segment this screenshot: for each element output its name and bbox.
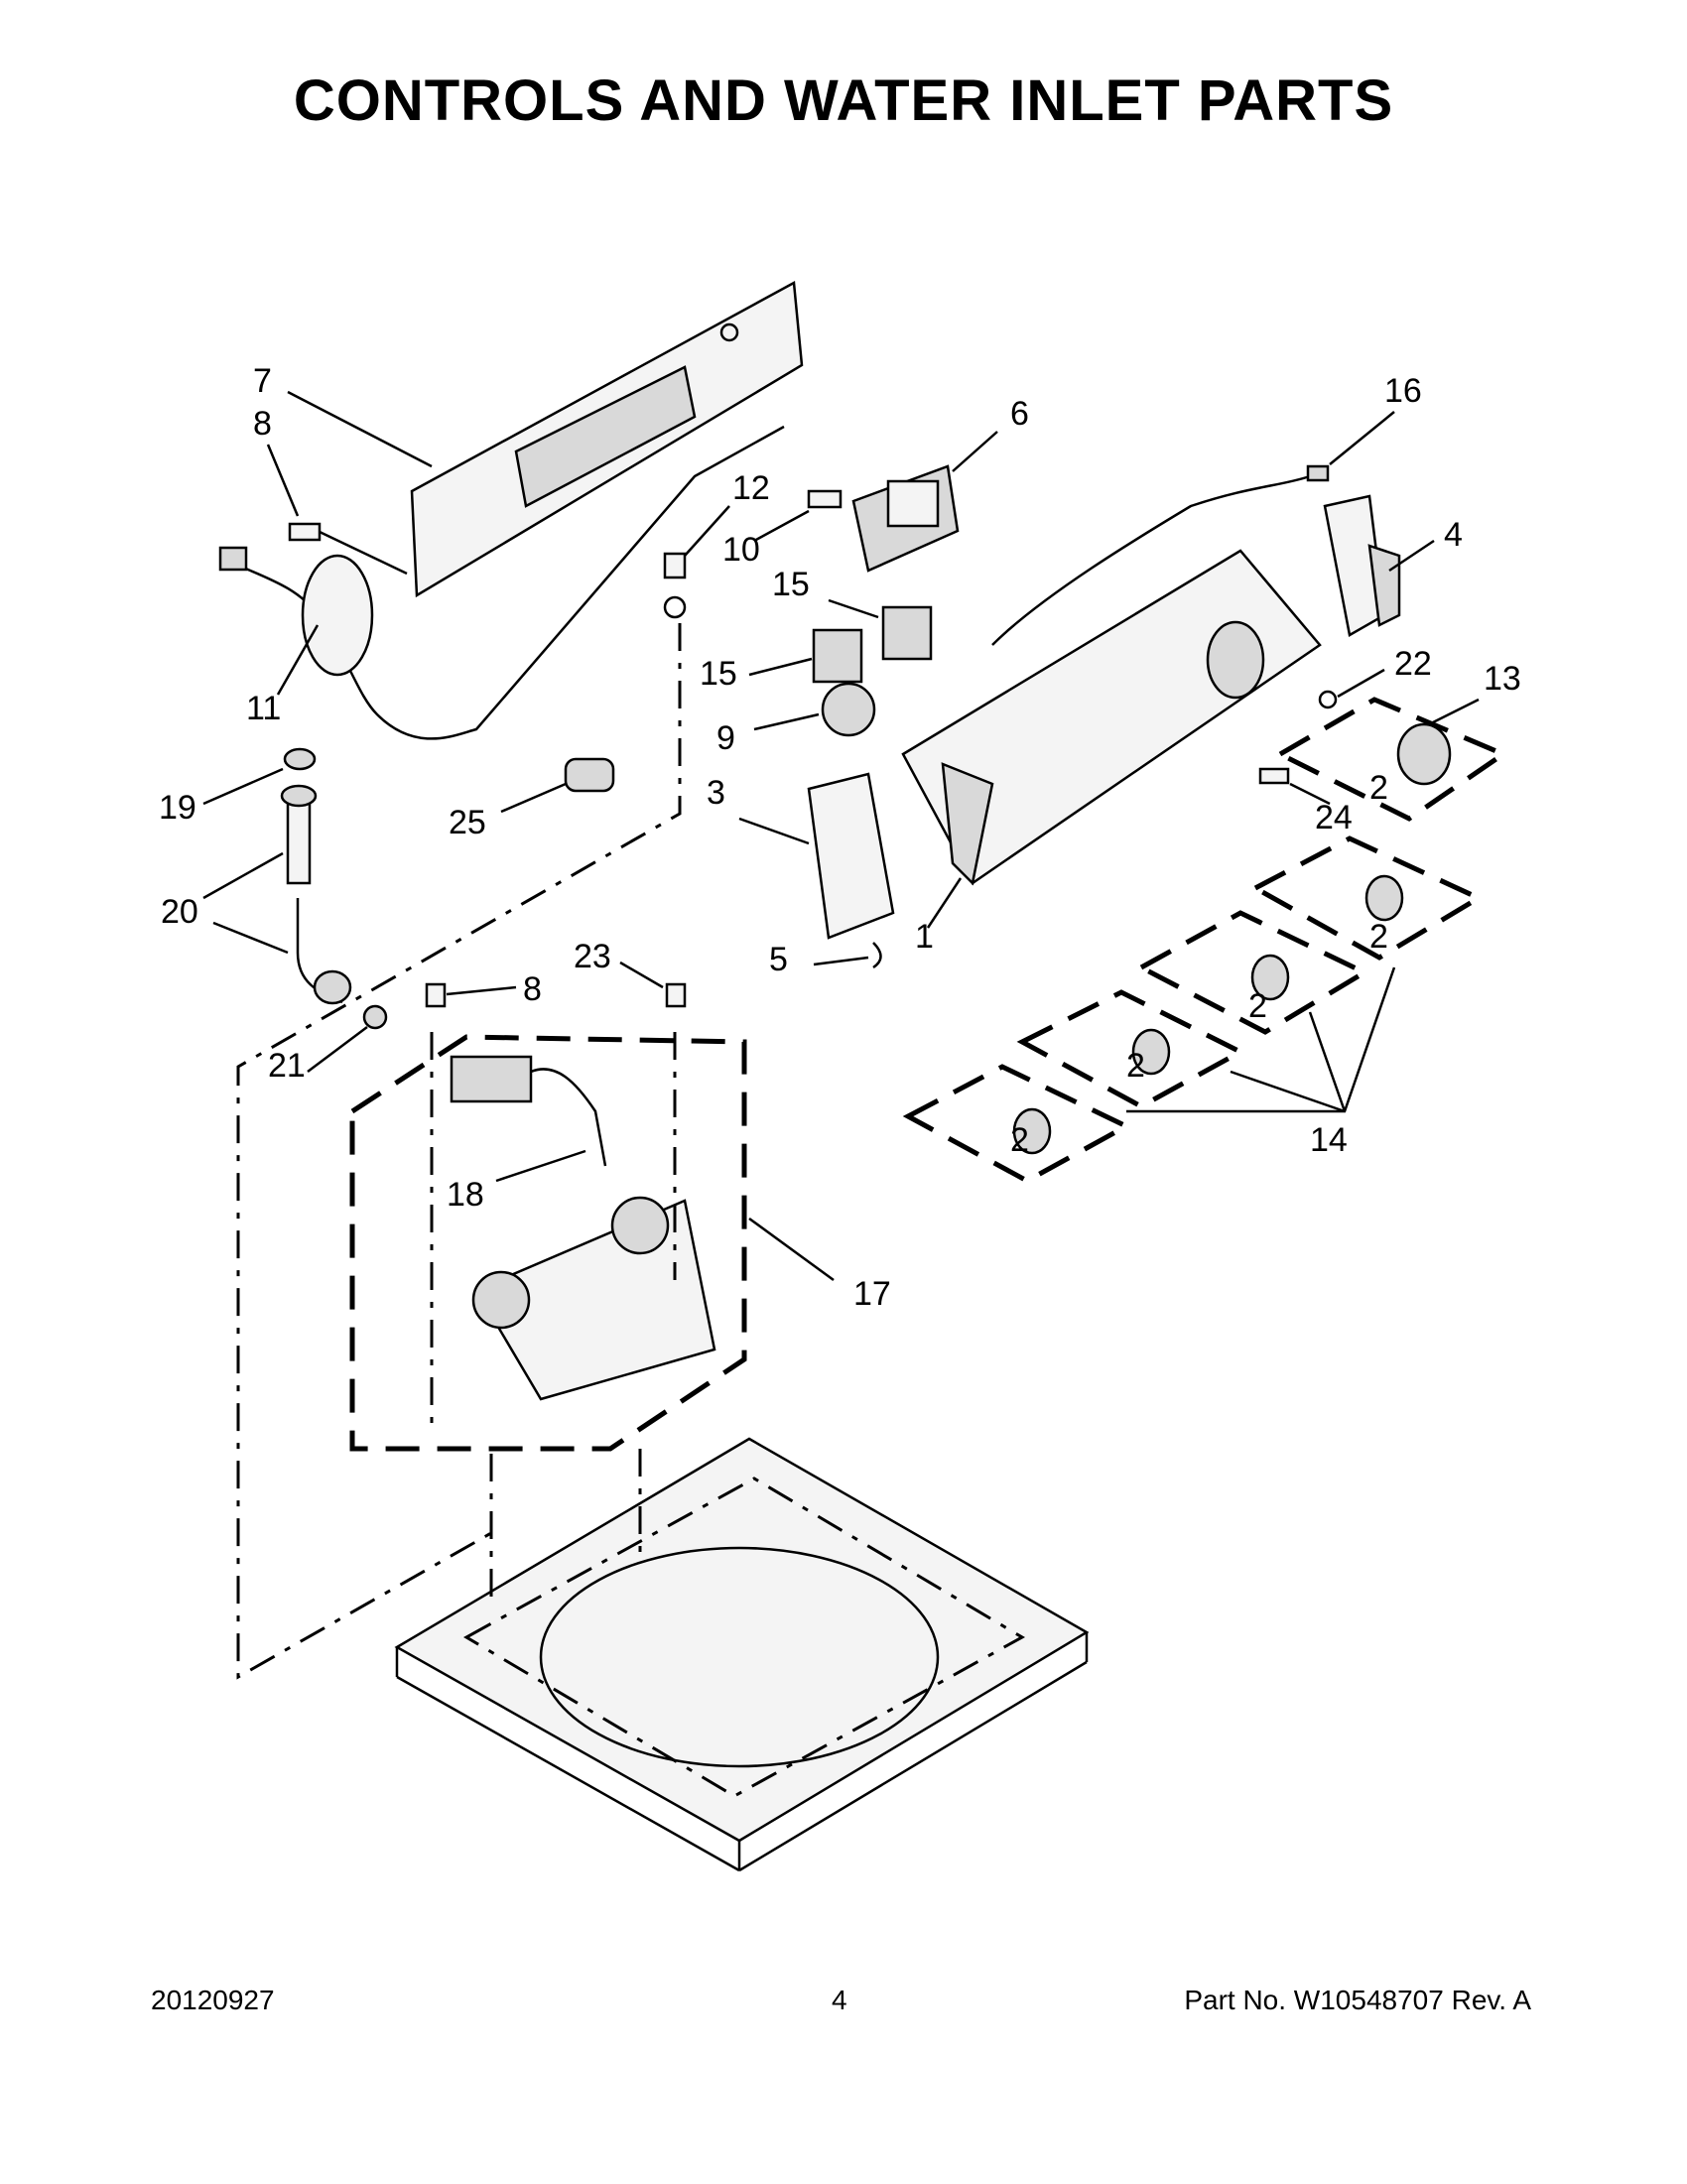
leader-22 (1337, 668, 1385, 699)
switch-part-b (881, 605, 933, 661)
callout-12: 12 (732, 469, 770, 507)
leader-3 (738, 817, 810, 845)
callout-2a: 2 (1369, 769, 1388, 807)
control-board-part (851, 464, 960, 573)
callout-7: 7 (253, 362, 272, 400)
callout-4: 4 (1444, 516, 1463, 554)
leader-12 (684, 505, 730, 557)
leader-14b (1308, 1011, 1347, 1112)
leader-15a (748, 657, 813, 677)
knob-cover-part (807, 772, 895, 940)
leader-5 (813, 956, 869, 966)
leader-13 (1428, 698, 1480, 726)
leader-8b (446, 985, 517, 996)
page-title: CONTROLS AND WATER INLET PARTS (293, 68, 1394, 133)
footer-part-number: Part No. W10548707 Rev. A (1184, 1985, 1531, 2015)
wire-harness-part (991, 464, 1330, 646)
power-cord-part (218, 425, 785, 740)
leader-16 (1329, 411, 1395, 465)
callout-14: 14 (1310, 1121, 1348, 1159)
callout-2c: 2 (1248, 987, 1267, 1025)
leader-20b (212, 921, 289, 955)
callout-2b: 2 (1369, 918, 1388, 956)
callout-23: 23 (574, 938, 611, 975)
callout-19: 19 (159, 789, 196, 827)
screw-part-12 (236, 552, 687, 1680)
gasket-part (362, 1004, 388, 1030)
switch-part-a (812, 628, 863, 684)
wiring-part (450, 1055, 607, 1167)
leader-6 (952, 431, 998, 472)
end-cap-part (1323, 494, 1401, 637)
callout-8b: 8 (523, 970, 542, 1008)
leader-24 (1289, 782, 1331, 806)
leader-14c (1230, 1070, 1346, 1113)
knob-group-d (902, 1064, 1132, 1184)
screw-part (288, 522, 408, 576)
clip-part (872, 942, 882, 969)
screw-part-24 (1258, 767, 1290, 785)
callout-20: 20 (161, 893, 198, 931)
washer-part (1318, 690, 1338, 709)
callout-2e: 2 (1010, 1121, 1029, 1159)
callout-21: 21 (268, 1047, 306, 1085)
leader-7 (287, 390, 433, 468)
leader-21 (307, 1026, 368, 1073)
footer-page-number: 4 (832, 1985, 847, 2015)
callout-25: 25 (449, 804, 486, 841)
screw-part-8b (425, 982, 447, 1008)
callout-9: 9 (716, 719, 735, 757)
back-panel-part (410, 280, 804, 598)
knob-group-a (1249, 835, 1485, 961)
callout-15a: 15 (700, 655, 737, 693)
leader-17 (748, 1217, 835, 1282)
callout-11: 11 (246, 690, 281, 727)
callout-13: 13 (1484, 660, 1521, 698)
callout-6: 6 (1010, 395, 1029, 433)
callout-17: 17 (853, 1275, 891, 1313)
knob-group-b (1135, 910, 1370, 1035)
leader-4 (1388, 539, 1435, 573)
leader-15b (828, 598, 879, 619)
pressure-switch-part (821, 682, 876, 737)
callout-5: 5 (769, 941, 788, 978)
leader-20a (202, 851, 284, 900)
clamp-part (564, 757, 615, 793)
callout-10: 10 (722, 531, 760, 569)
leader-11 (276, 624, 320, 696)
screen-part (283, 747, 317, 771)
inlet-hose-part (280, 784, 352, 1005)
callout-18: 18 (447, 1176, 484, 1214)
leader-23 (619, 961, 664, 989)
leader-25 (500, 782, 567, 814)
leader-19 (202, 767, 284, 806)
callout-8a: 8 (253, 405, 272, 443)
console-part (901, 549, 1322, 886)
top-cabinet-part (394, 1437, 1090, 1872)
callout-2d: 2 (1126, 1047, 1145, 1085)
callout-16: 16 (1384, 372, 1422, 410)
leader-10 (753, 509, 810, 543)
callout-15b: 15 (772, 566, 810, 603)
leader-8a (266, 444, 300, 517)
screw-part-10 (807, 489, 843, 509)
leader-1 (926, 877, 963, 929)
footer-date: 20120927 (151, 1985, 275, 2015)
callout-24: 24 (1315, 799, 1353, 836)
screw-part-23 (665, 982, 687, 1008)
knob-group-13 (1274, 697, 1509, 822)
callout-1: 1 (915, 918, 934, 956)
knob-group-c (1016, 989, 1246, 1109)
callout-3: 3 (707, 774, 725, 812)
leader-18 (495, 1149, 586, 1183)
callout-22: 22 (1394, 645, 1432, 683)
dispenser-assembly-part (349, 1034, 747, 1452)
leader-9 (753, 712, 820, 731)
